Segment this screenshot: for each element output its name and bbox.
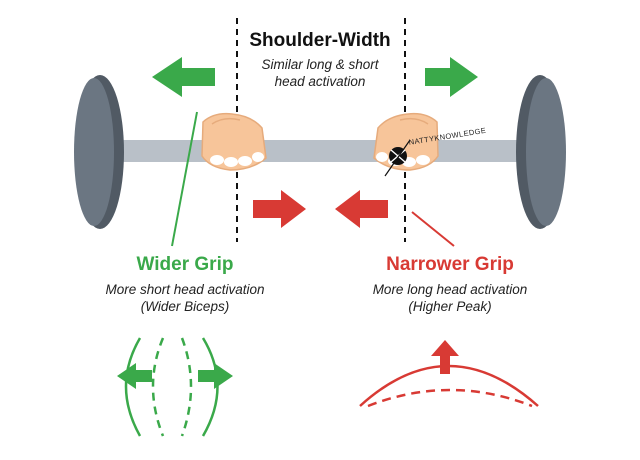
arrow-left-icon (335, 190, 388, 228)
arrow-up-icon (431, 340, 459, 374)
shoulder-width-title: Shoulder-Width (249, 30, 391, 51)
shoulder-desc-line-1: Similar long & short (261, 57, 379, 72)
wider-grip-description: More short head activation (Wider Biceps… (60, 281, 310, 315)
peak-biceps-icon (359, 340, 539, 408)
arrow-right-icon (253, 190, 306, 228)
right-weight-plate (516, 75, 566, 229)
arrow-right-icon (425, 57, 478, 97)
shoulder-width-description: Similar long & short head activation (222, 56, 418, 90)
wide-biceps-icon (117, 337, 233, 437)
wider-grip-title: Wider Grip (136, 254, 234, 275)
narrower-leader-line (411, 211, 455, 247)
barbell-bar (104, 140, 536, 162)
logo-icon (384, 139, 411, 177)
wider-desc-line-2: (Wider Biceps) (140, 299, 230, 314)
narrower-desc-line-1: More long head activation (372, 282, 528, 297)
arrow-left-icon (152, 57, 215, 97)
narrower-grip-title: Narrower Grip (386, 254, 514, 275)
left-weight-plate (74, 75, 124, 229)
arrow-right-icon (198, 363, 233, 389)
narrower-grip-description: More long head activation (Higher Peak) (330, 281, 570, 315)
barbell-icon (74, 75, 566, 229)
left-hand-icon (201, 112, 267, 171)
narrower-desc-line-2: (Higher Peak) (408, 299, 492, 314)
shoulder-desc-line-2: head activation (274, 74, 366, 89)
arrow-left-icon (117, 363, 152, 389)
wider-leader-line (171, 111, 198, 247)
wider-desc-line-1: More short head activation (105, 282, 265, 297)
